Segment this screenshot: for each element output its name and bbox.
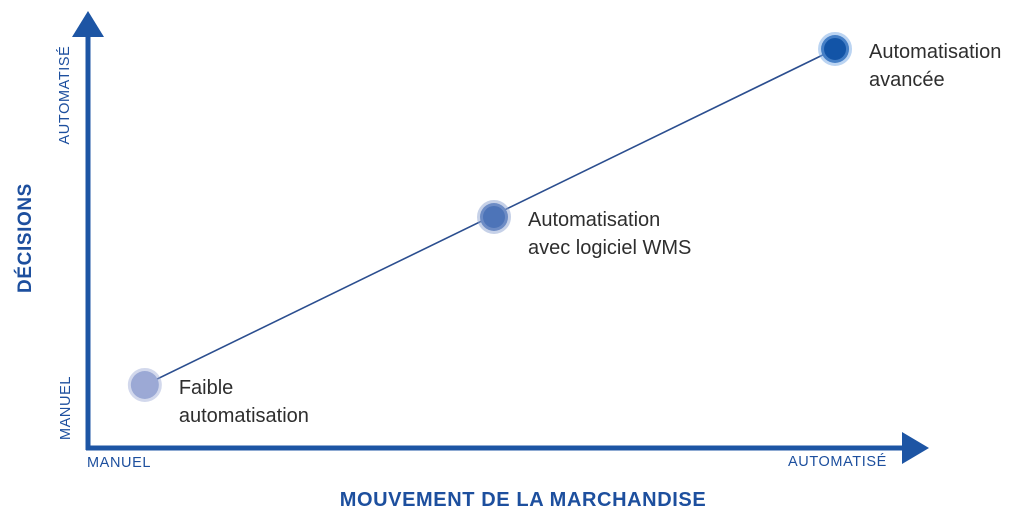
point-label-line2: avec logiciel WMS	[528, 237, 692, 259]
point-label-faible-automatisation: Faible automatisation	[179, 374, 309, 430]
data-point-0	[127, 368, 162, 402]
x-axis-title: MOUVEMENT DE LA MARCHANDISE	[339, 489, 707, 511]
y-tick-manuel: MANUEL	[58, 375, 74, 441]
point-label-line1: Faible	[178, 377, 234, 399]
y-tick-automatise: AUTOMATISÉ	[57, 45, 73, 145]
point-label-line1: Automatisation	[528, 209, 661, 231]
y-axis-arrowhead	[72, 11, 104, 37]
data-point-1	[477, 200, 511, 234]
x-tick-manuel: MANUEL	[87, 455, 152, 471]
point-label-line2: automatisation	[178, 405, 309, 427]
point-label-automatisation-wms: Automatisation avec logiciel WMS	[528, 206, 691, 262]
data-point-2	[818, 32, 853, 66]
point-label-line2: avancée	[869, 69, 945, 91]
x-axis-arrowhead	[902, 432, 929, 464]
data-points-group	[127, 32, 853, 402]
point-label-line1: Automatisation	[869, 41, 1002, 63]
y-axis-title: DÉCISIONS	[15, 183, 36, 293]
point-label-automatisation-avancee: Automatisation avancée	[869, 38, 1001, 94]
x-tick-automatise: AUTOMATISÉ	[788, 454, 887, 470]
